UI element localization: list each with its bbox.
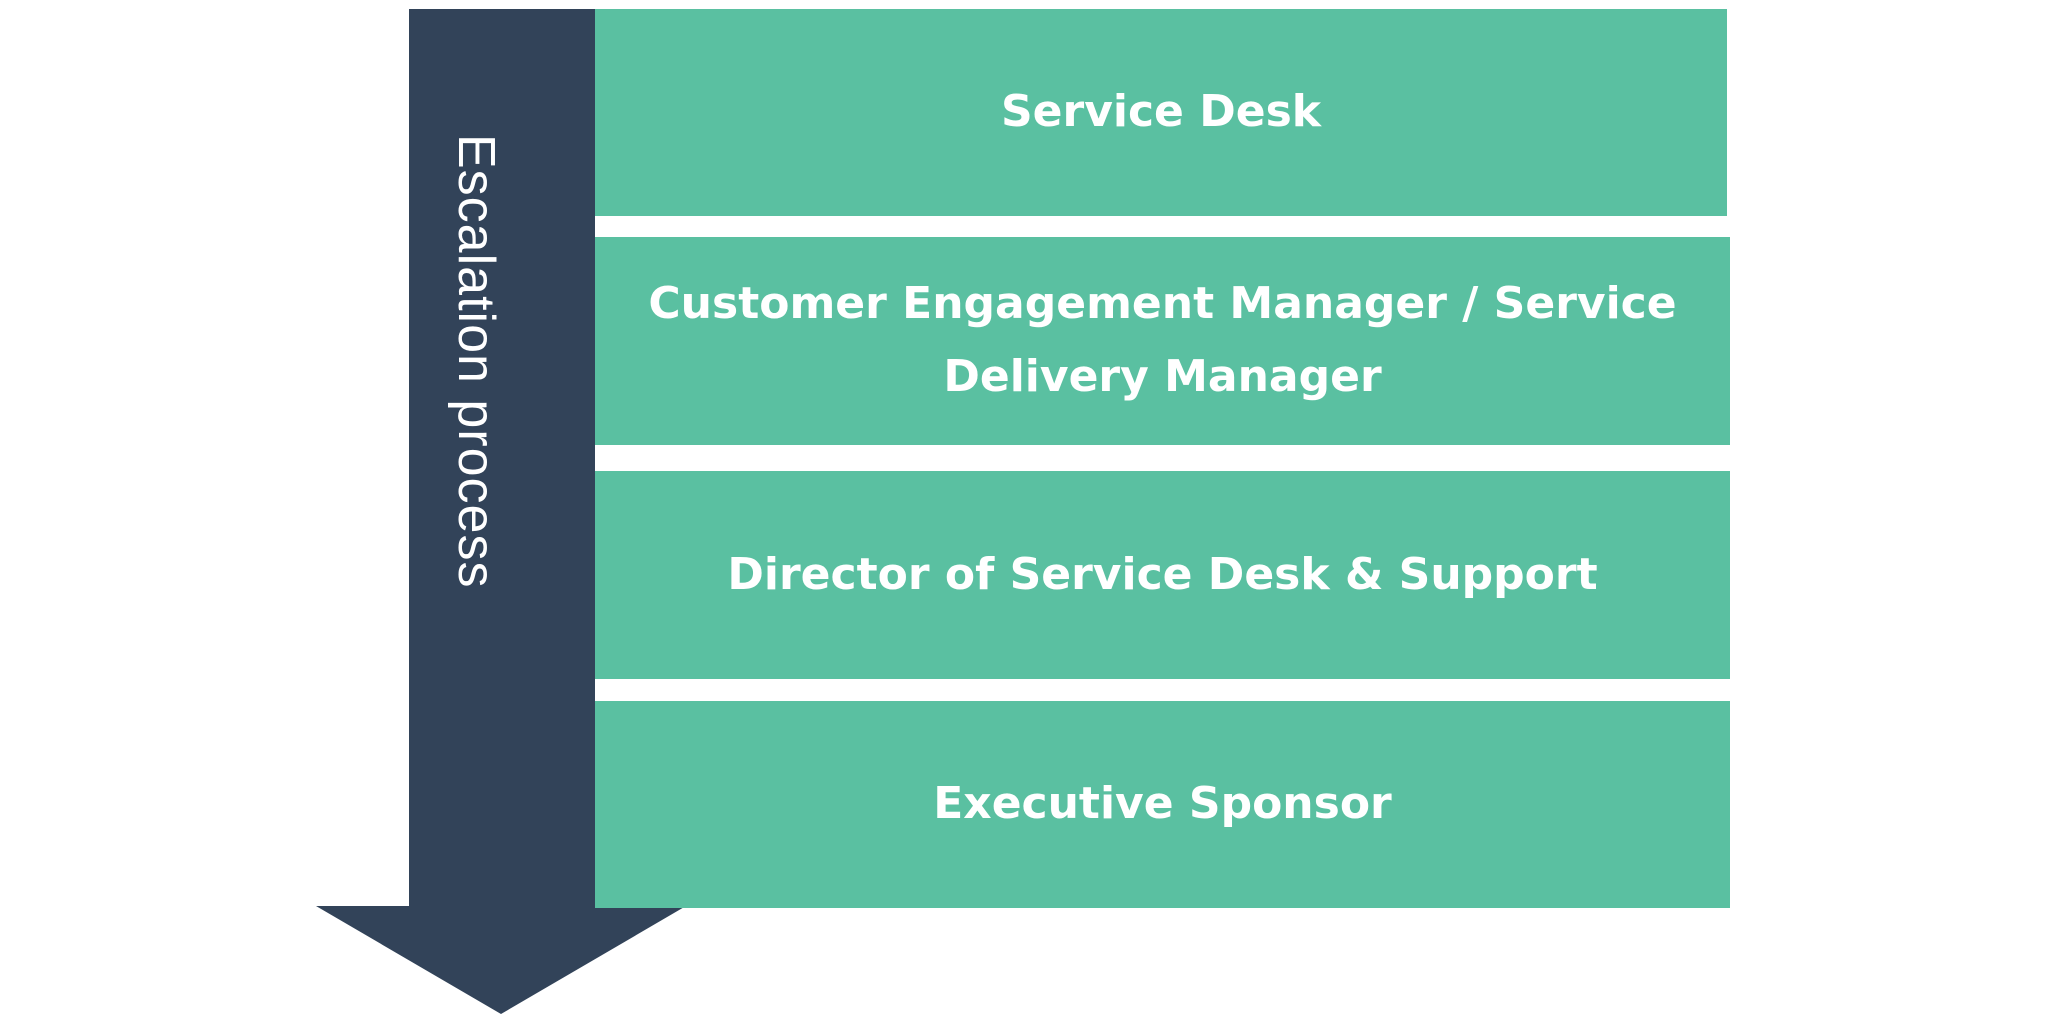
escalation-arrow-shaft	[409, 9, 595, 907]
escalation-arrow-head	[316, 906, 686, 1014]
tier-label: Executive Sponsor	[933, 778, 1392, 830]
tier-label: Director of Service Desk & Support	[727, 548, 1598, 600]
tier-customer-engagement-manager: Customer Engagement Manager / Service De…	[595, 237, 1730, 445]
tier-executive-sponsor: Executive Sponsor	[595, 701, 1730, 908]
tier-label: Service Desk	[1000, 86, 1322, 138]
tier-director-service-desk: Director of Service Desk & Support	[595, 471, 1730, 679]
tier-label: Customer Engagement Manager / Service De…	[648, 278, 1677, 402]
escalation-arrow-label: Escalation process	[447, 134, 505, 589]
tier-service-desk: Service Desk	[595, 9, 1727, 216]
